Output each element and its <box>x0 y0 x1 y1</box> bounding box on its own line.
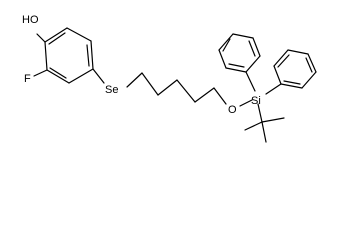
ph1-bond-3 <box>232 33 254 39</box>
ring1-double-2 <box>49 67 67 79</box>
phenyl-ring-upper <box>218 33 261 92</box>
ring1-double-3 <box>48 32 66 45</box>
hydroxyl-label: HO <box>22 14 39 26</box>
structure-svg: HO F Se O Si <box>22 14 317 143</box>
ph2-double-1 <box>277 54 290 68</box>
ph2-bond-4 <box>307 53 317 73</box>
ring1-bond-1 <box>66 27 92 42</box>
chain-bond-4 <box>176 79 196 103</box>
selenium-label: Se <box>105 84 118 96</box>
oxygen-label: O <box>228 104 237 116</box>
ph2-bond-1 <box>273 65 282 85</box>
ring1-bond-5 <box>44 41 48 71</box>
ph2-double-2 <box>305 57 313 73</box>
phenyl-ring-right <box>265 49 317 95</box>
cq-me2-bond <box>244 121 263 131</box>
chain-bond-5 <box>194 87 215 103</box>
ring1-double-1 <box>86 44 90 67</box>
ph1-double-1 <box>248 40 256 57</box>
tert-butyl-group <box>244 103 285 143</box>
ph1-bond-6 <box>225 67 247 73</box>
chain-bond-6 <box>213 87 227 105</box>
ph2-double-3 <box>283 80 301 85</box>
ph1-double-2 <box>222 38 231 52</box>
ph1-bond-5 <box>218 49 227 69</box>
ph1-bond-1 <box>245 55 261 73</box>
fluorine-label: F <box>24 73 31 85</box>
o-si-bond <box>239 99 253 107</box>
si-cq-bond <box>257 103 263 123</box>
ph1-bond-4 <box>218 33 234 51</box>
ring1-bond-4 <box>46 69 70 84</box>
chain-bond-1 <box>126 72 143 88</box>
ph2-bond-3 <box>287 49 309 55</box>
ring1-bond-3 <box>68 68 94 84</box>
fluorophenol-ring <box>44 27 94 84</box>
molecule-diagram: HO F Se O Si <box>22 14 317 143</box>
ph1-bond-2 <box>252 37 261 57</box>
c-se-bond <box>92 68 105 84</box>
c-f-bond <box>33 69 48 77</box>
pentyl-chain <box>126 72 227 105</box>
ring1-bond-2 <box>90 40 94 70</box>
silicon-label: Si <box>251 95 261 107</box>
si-phenyl1-bond <box>245 71 256 92</box>
ring1-bond-6 <box>44 27 68 43</box>
ph2-bond-2 <box>273 49 289 67</box>
cq-me1-bond <box>261 121 267 143</box>
ph2-bond-6 <box>280 83 303 89</box>
ph2-bond-5 <box>301 71 317 89</box>
ph1-double-3 <box>228 63 245 68</box>
chain-bond-2 <box>141 72 159 96</box>
chain-bond-3 <box>157 79 178 96</box>
cq-me3-bond <box>261 117 285 123</box>
si-phenyl2-bond <box>265 83 282 95</box>
c-oh-bond <box>36 33 46 43</box>
